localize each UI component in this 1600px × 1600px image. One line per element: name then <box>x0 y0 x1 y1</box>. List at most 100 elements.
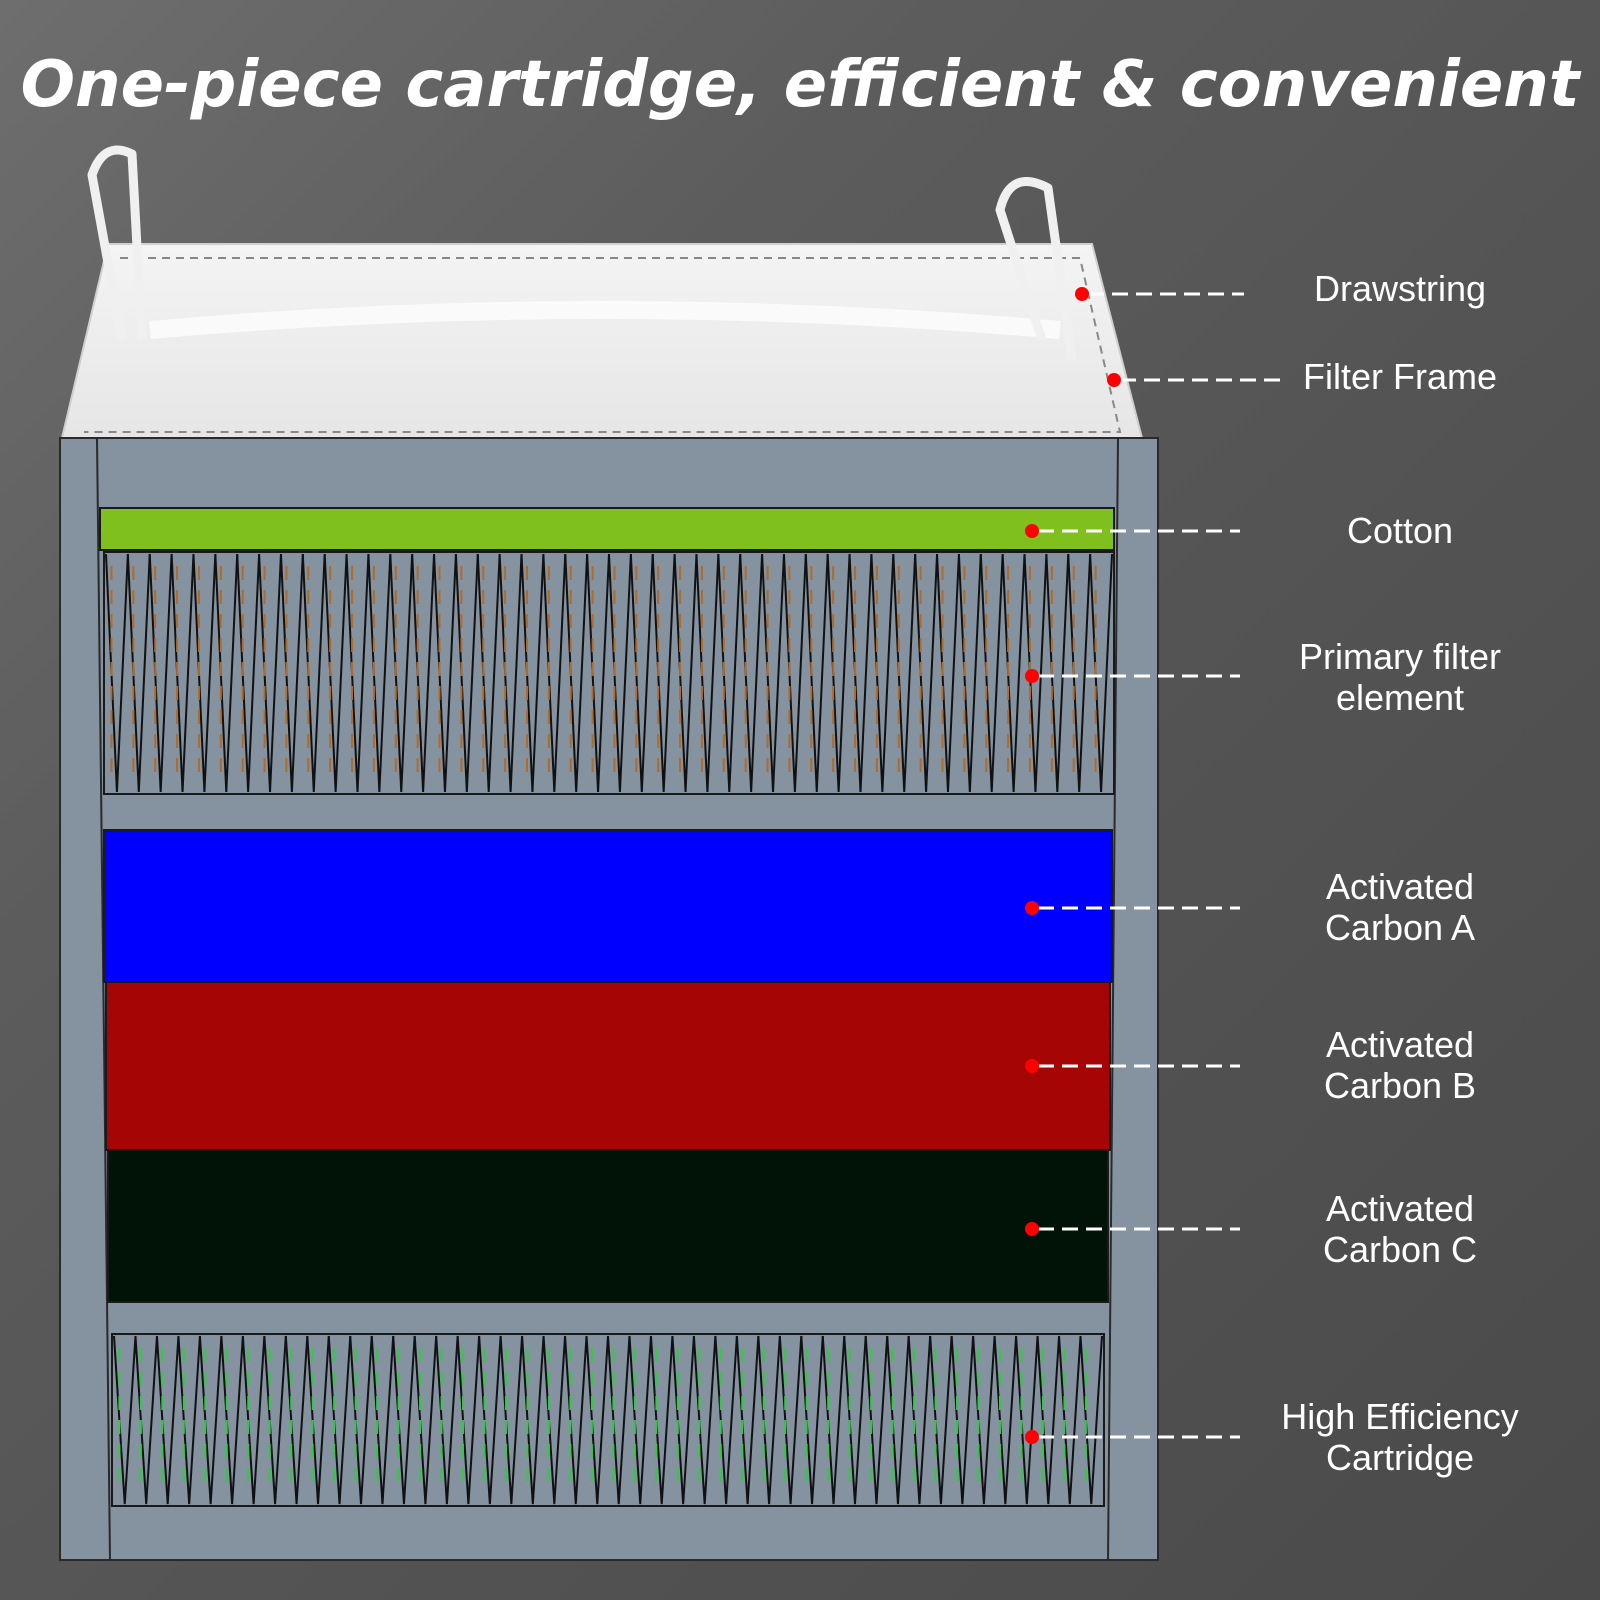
hec-pleat <box>263 1335 287 1505</box>
hec-pleat <box>478 1335 502 1505</box>
high-efficiency-cartridge <box>111 1333 1105 1507</box>
hec-pleat <box>134 1335 158 1505</box>
primary-pleat <box>236 553 261 793</box>
activated-carbon-b-layer <box>105 981 1111 1151</box>
hec-pleat <box>413 1335 438 1505</box>
primary-filter-pleats <box>105 553 1113 793</box>
hec-pleat <box>671 1335 695 1505</box>
hec-pleat <box>607 1335 631 1505</box>
drawstring-loop-right <box>995 177 1077 361</box>
primary-pleat <box>1001 553 1026 793</box>
primary-pleat <box>170 553 195 793</box>
drawstring-label-line: Drawstring <box>1313 268 1487 309</box>
primary-pleat <box>717 553 742 793</box>
primary-pleat <box>345 553 370 793</box>
primary-pleat <box>433 553 457 793</box>
primary-pleat <box>454 553 479 793</box>
filter-top-pad <box>60 243 1144 439</box>
hec-pleat <box>628 1335 652 1505</box>
hec-pleat <box>392 1335 416 1505</box>
primary-pleat <box>804 553 829 793</box>
primary-pleat <box>126 553 151 793</box>
primary-pleat <box>1045 553 1070 793</box>
primary-pleat <box>586 553 610 793</box>
primary-pleat <box>148 553 173 793</box>
hec-pleat <box>886 1335 910 1505</box>
high-efficiency-cartridge-label-line: High Efficiency <box>1281 1396 1519 1437</box>
primary-pleat <box>520 553 545 793</box>
filter-frame-label-line: Filter Frame <box>1302 356 1497 397</box>
hec-pleat <box>950 1335 975 1505</box>
primary-pleat <box>1067 553 1092 793</box>
hec-pleat <box>306 1335 330 1505</box>
primary-pleat <box>957 553 982 793</box>
hec-pleat <box>113 1335 137 1505</box>
drawstring-loop-left <box>87 145 147 341</box>
primary-pleat <box>1089 553 1113 793</box>
primary-pleat <box>389 553 414 793</box>
hec-pleat <box>241 1335 266 1505</box>
hec-pleat <box>800 1335 824 1505</box>
hec-pleat <box>198 1335 223 1505</box>
primary-pleat <box>739 553 764 793</box>
hec-pleat <box>177 1335 201 1505</box>
activated-carbon-a-label-line: Activated <box>1325 866 1475 907</box>
hec-pleat <box>907 1335 932 1505</box>
hec-pleat <box>929 1335 953 1505</box>
filter-frame-label: Filter Frame <box>1240 356 1560 397</box>
hec-pleat <box>564 1335 588 1505</box>
primary-pleat <box>323 553 348 793</box>
activated-carbon-c-label-line: Carbon C <box>1322 1229 1478 1270</box>
activated-carbon-a-label-line: Carbon A <box>1324 907 1476 948</box>
hec-pleat <box>821 1335 846 1505</box>
primary-pleat <box>498 553 523 793</box>
activated-carbon-a-layer <box>103 829 1113 983</box>
hec-pleat <box>585 1335 609 1505</box>
activated-carbon-b-label-line: Carbon B <box>1323 1065 1477 1106</box>
primary-pleat <box>892 553 917 793</box>
drawstring-marker <box>1075 287 1089 301</box>
primary-pleat <box>564 553 589 793</box>
cotton-label-line: Cotton <box>1346 510 1454 551</box>
hec-pleat <box>1079 1335 1103 1505</box>
primary-pleat <box>279 553 304 793</box>
cotton-layer <box>99 507 1115 551</box>
primary-pleat <box>826 553 851 793</box>
primary-pleat <box>782 553 807 793</box>
filter-frame-stitch <box>84 257 1122 433</box>
hec-pleat <box>435 1335 459 1505</box>
drawstring-label: Drawstring <box>1240 268 1560 309</box>
primary-pleat <box>367 553 392 793</box>
primary-pleat <box>105 553 129 793</box>
hec-pleat <box>649 1335 674 1505</box>
hec-pleat <box>499 1335 524 1505</box>
callout-leaders <box>1025 287 1280 1444</box>
primary-filter-element <box>103 551 1115 795</box>
activated-carbon-c-label-line: Activated <box>1325 1188 1475 1229</box>
hec-pleat <box>972 1335 996 1505</box>
hec-pleat <box>284 1335 309 1505</box>
high-efficiency-cartridge-label-line: Cartridge <box>1325 1437 1475 1478</box>
hec-pleat <box>843 1335 867 1505</box>
primary-pleat <box>476 553 501 793</box>
activated-carbon-b-label-line: Activated <box>1325 1024 1475 1065</box>
primary-pleat <box>301 553 326 793</box>
primary-pleat <box>673 553 698 793</box>
primary-filter-element-label-line: element <box>1335 677 1465 718</box>
primary-pleat <box>848 553 873 793</box>
hec-pleat <box>220 1335 244 1505</box>
hec-pleat <box>327 1335 352 1505</box>
primary-pleat <box>695 553 720 793</box>
cotton-marker <box>1025 524 1039 538</box>
primary-pleat <box>542 553 567 793</box>
hec-pleat <box>542 1335 567 1505</box>
primary-pleat <box>651 553 676 793</box>
hec-pleat <box>714 1335 738 1505</box>
primary-pleat <box>1023 553 1048 793</box>
primary-pleat <box>411 553 436 793</box>
hec-pleat <box>864 1335 889 1505</box>
